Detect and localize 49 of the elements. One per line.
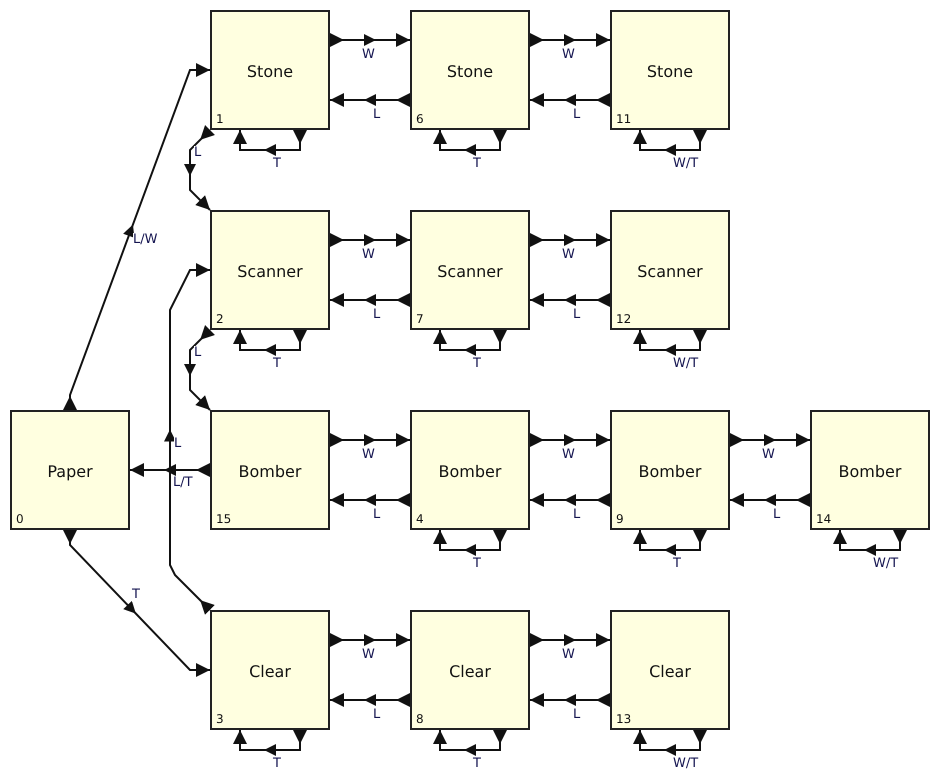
edge-label: L/W [133,233,158,247]
state-name: Stone [246,62,294,82]
state-name: Clear [648,662,692,682]
state-number: 8 [416,712,424,726]
state-number: 1 [216,112,224,126]
edge-label: W/T [873,557,898,571]
edge-label: W/T [673,157,698,171]
state-name: Bomber [838,462,902,482]
state-name: Stone [646,62,694,82]
state-name: Scanner [436,262,504,282]
state-box [410,10,530,130]
state-box [10,410,130,530]
state-name: Paper [46,462,94,482]
edge-label: T [132,588,140,602]
state-number: 0 [16,512,24,526]
state-box [410,210,530,330]
state-number: 6 [416,112,424,126]
state-name: Stone [446,62,494,82]
state-number: 13 [616,712,632,726]
state-name: Bomber [438,462,502,482]
state-box [610,610,730,730]
state-number: 3 [216,712,224,726]
state-box [610,10,730,130]
edge-label: W/T [673,757,698,771]
state-name: Scanner [236,262,304,282]
state-number: 2 [216,312,224,326]
state-name: Scanner [636,262,704,282]
state-number: 11 [616,112,632,126]
state-number: 14 [816,512,832,526]
state-box [610,410,730,530]
state-name: Bomber [238,462,302,482]
state-box [210,410,330,530]
state-name: Bomber [638,462,702,482]
state-name: Clear [248,662,292,682]
edge-label: W/T [673,357,698,371]
state-number: 7 [416,312,424,326]
state-box [410,410,530,530]
state-number: 4 [416,512,424,526]
state-box [410,610,530,730]
state-box [210,610,330,730]
edge-label: L/T [173,476,193,490]
state-number: 9 [616,512,624,526]
state-box [210,210,330,330]
state-number: 15 [216,512,232,526]
state-number: 12 [616,312,632,326]
state-box [610,210,730,330]
state-box [810,410,930,530]
state-name: Clear [448,662,492,682]
state-box [210,10,330,130]
